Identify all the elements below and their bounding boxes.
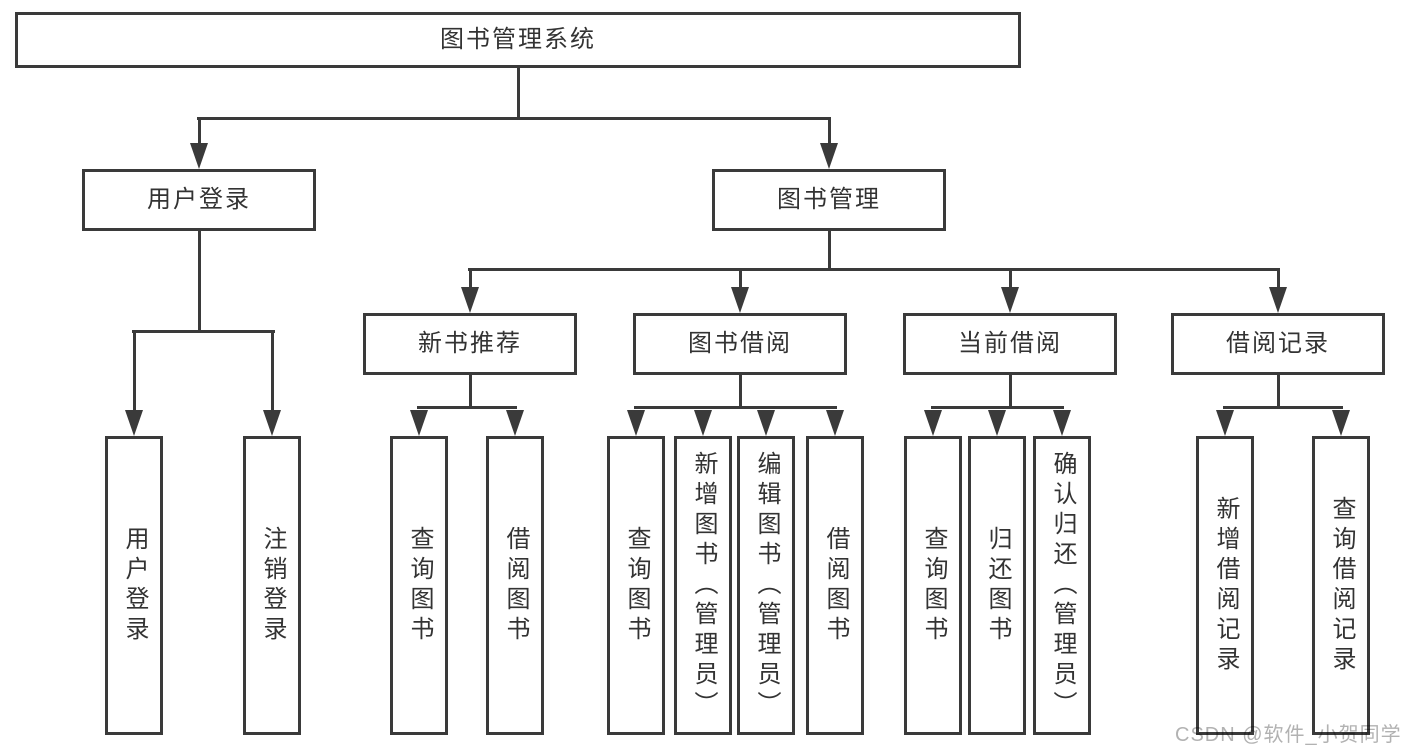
connector-line — [197, 120, 201, 146]
connector-line — [270, 333, 274, 412]
connector-line — [1276, 271, 1280, 289]
node-book-borrowing: 图书借阅 — [633, 313, 847, 375]
arrowhead-down-icon — [125, 410, 143, 436]
leaf-current-query-books: 查询图书 — [904, 436, 962, 735]
node-book-management: 图书管理 — [712, 169, 946, 231]
connector-line — [827, 120, 831, 146]
leaf-borrow-add-books-admin: 新增图书（管理员） — [674, 436, 732, 735]
arrowhead-down-icon — [694, 410, 712, 436]
connector-line — [197, 117, 831, 120]
arrowhead-down-icon — [820, 143, 838, 169]
connector-line — [1223, 406, 1343, 409]
arrowhead-down-icon — [924, 410, 942, 436]
connector-line — [468, 375, 472, 406]
arrowhead-down-icon — [988, 410, 1006, 436]
connector-line — [634, 406, 837, 409]
arrowhead-down-icon — [1269, 287, 1287, 313]
leaf-current-confirm-return-admin: 确认归还（管理员） — [1033, 436, 1091, 735]
arrowhead-down-icon — [1216, 410, 1234, 436]
leaf-logout: 注销登录 — [243, 436, 301, 735]
leaf-records-add-record: 新增借阅记录 — [1196, 436, 1254, 735]
arrowhead-down-icon — [627, 410, 645, 436]
arrowhead-down-icon — [1332, 410, 1350, 436]
connector-line — [738, 375, 742, 406]
node-user-login: 用户登录 — [82, 169, 316, 231]
connector-line — [468, 271, 472, 289]
arrowhead-down-icon — [826, 410, 844, 436]
csdn-watermark: CSDN @软件_小贺同学 — [1175, 724, 1402, 746]
arrowhead-down-icon — [1001, 287, 1019, 313]
connector-line — [1276, 375, 1280, 406]
connector-line — [1008, 375, 1012, 406]
arrowhead-down-icon — [190, 143, 208, 169]
leaf-borrow-borrow-books: 借阅图书 — [806, 436, 864, 735]
connector-line — [132, 330, 275, 333]
connector-line — [197, 231, 201, 330]
node-new-book-recommend: 新书推荐 — [363, 313, 577, 375]
leaf-recommend-borrow-books: 借阅图书 — [486, 436, 544, 735]
leaf-borrow-query-books: 查询图书 — [607, 436, 665, 735]
node-current-borrowing: 当前借阅 — [903, 313, 1117, 375]
arrowhead-down-icon — [410, 410, 428, 436]
connector-line — [132, 333, 136, 412]
arrowhead-down-icon — [757, 410, 775, 436]
connector-line — [468, 268, 1280, 271]
connector-line — [1008, 271, 1012, 289]
connector-line — [827, 231, 831, 268]
connector-line — [516, 68, 520, 117]
arrowhead-down-icon — [731, 287, 749, 313]
connector-line — [738, 271, 742, 289]
leaf-current-return-books: 归还图书 — [968, 436, 1026, 735]
leaf-recommend-query-books: 查询图书 — [390, 436, 448, 735]
connector-line — [417, 406, 517, 409]
leaf-records-query-record: 查询借阅记录 — [1312, 436, 1370, 735]
node-library-management-system: 图书管理系统 — [15, 12, 1021, 68]
leaf-borrow-edit-books-admin: 编辑图书（管理员） — [737, 436, 795, 735]
leaf-user-login: 用户登录 — [105, 436, 163, 735]
node-borrowing-records: 借阅记录 — [1171, 313, 1385, 375]
arrowhead-down-icon — [506, 410, 524, 436]
arrowhead-down-icon — [1053, 410, 1071, 436]
connector-line — [931, 406, 1064, 409]
arrowhead-down-icon — [461, 287, 479, 313]
arrowhead-down-icon — [263, 410, 281, 436]
